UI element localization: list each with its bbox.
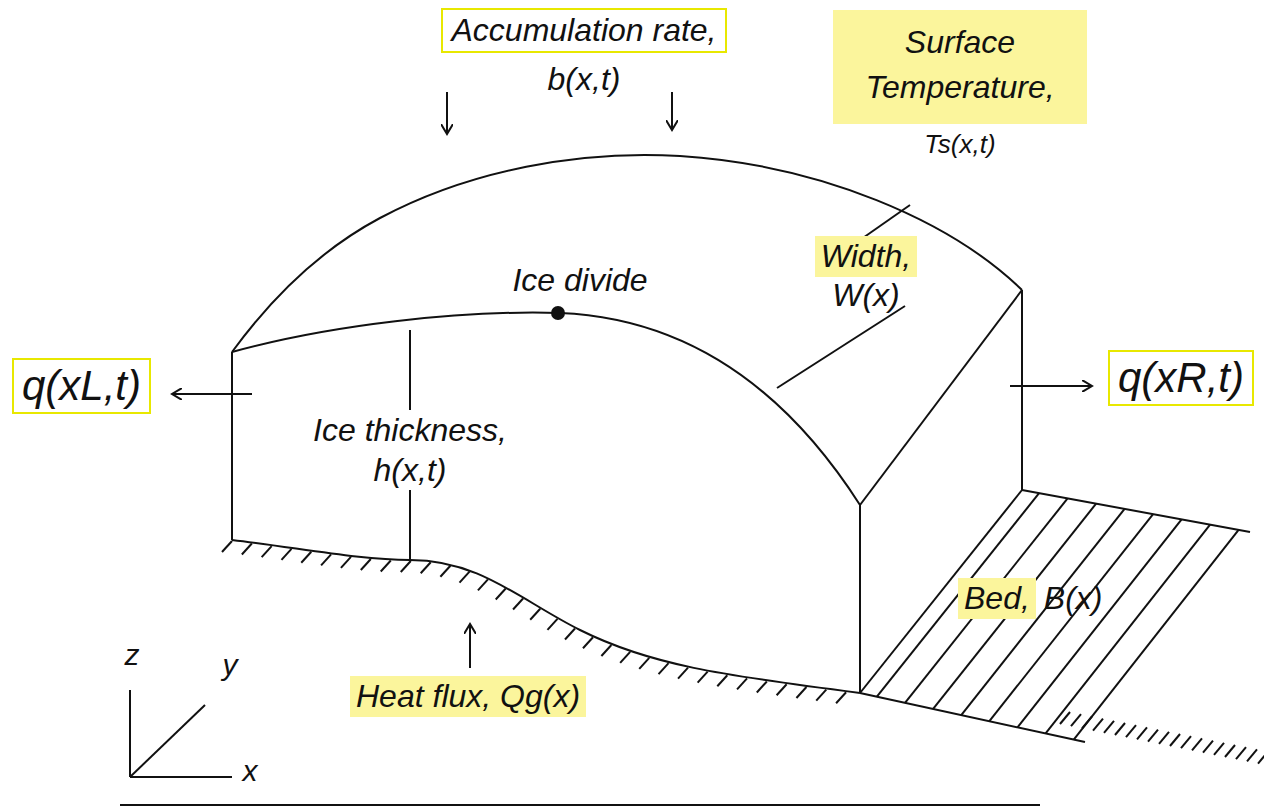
hatch-stroke xyxy=(1126,725,1136,737)
hatch-stroke xyxy=(381,560,391,571)
hatch-stroke xyxy=(262,546,272,557)
label-box: q(xL,t) xyxy=(12,358,151,414)
label-box: Accumulation rate, b(x,t) xyxy=(398,8,770,98)
hatch-stroke xyxy=(1115,723,1125,735)
hatch-stroke xyxy=(1060,712,1070,724)
label-box: Heat flux, Qg(x) xyxy=(350,676,586,717)
hatch-stroke xyxy=(421,562,431,573)
hatch-stroke xyxy=(1192,738,1202,750)
hatch-stroke xyxy=(301,552,311,563)
hatch-stroke xyxy=(877,493,1039,697)
part-label: Ice divide xyxy=(490,262,670,299)
hatch-stroke xyxy=(1018,519,1182,727)
hatch-stroke xyxy=(757,681,767,692)
hatch-stroke xyxy=(1082,716,1092,728)
axis-label: x xyxy=(238,754,262,789)
part-label: Ice thickness, h(x,t) xyxy=(280,410,540,490)
label-box: Bed,B(x) xyxy=(958,578,1110,619)
hatch-stroke xyxy=(836,692,846,703)
hatch-stroke xyxy=(547,619,557,630)
hatch-stroke xyxy=(565,628,575,639)
hatch-stroke xyxy=(460,572,470,583)
label-text: Surface Temperature, xyxy=(833,10,1087,124)
label-box: Width,W(x) xyxy=(800,236,932,314)
hatch-stroke xyxy=(513,598,523,609)
hatch-stroke xyxy=(1071,714,1081,726)
hatch-stroke xyxy=(905,498,1068,702)
hatch-stroke xyxy=(281,549,291,560)
label-formula: W(x) xyxy=(832,277,900,313)
hatch-stroke xyxy=(401,561,411,572)
hatch-stroke xyxy=(1214,743,1224,755)
hatch-stroke xyxy=(1225,745,1235,757)
hatch-stroke xyxy=(1170,734,1180,746)
label-formula: Ts(x,t) xyxy=(924,129,995,159)
axis-label: y xyxy=(218,648,242,683)
hatch-stroke xyxy=(1159,732,1169,744)
label-text: q(xL,t) xyxy=(12,358,151,414)
hatch-stroke xyxy=(341,557,351,568)
hatch-stroke xyxy=(361,559,371,570)
hatch-stroke xyxy=(678,668,688,679)
hatch-stroke xyxy=(1093,719,1103,731)
label-formula: B(x) xyxy=(1044,580,1103,616)
hatch-stroke xyxy=(321,554,331,565)
hatch-stroke xyxy=(222,541,232,552)
hatch-stroke xyxy=(601,645,611,656)
hatch-stroke xyxy=(242,543,252,554)
label-box: q(xR,t) xyxy=(1108,350,1254,406)
hatch-stroke xyxy=(496,588,506,599)
hatch-stroke xyxy=(639,658,649,669)
hatch-stroke xyxy=(1104,721,1114,733)
hatch-stroke xyxy=(1236,747,1246,759)
hatch-stroke xyxy=(440,566,450,577)
label-box: Surface Temperature, Ts(x,t) xyxy=(830,10,1090,159)
hatch-stroke xyxy=(1148,730,1158,742)
label-text: q(xR,t) xyxy=(1108,350,1254,406)
hatch-stroke xyxy=(777,684,787,695)
label-text: Bed, xyxy=(958,578,1036,619)
label-formula: b(x,t) xyxy=(548,61,621,97)
hatch-stroke xyxy=(1203,741,1213,753)
hatch-stroke xyxy=(796,687,806,698)
hatch-stroke xyxy=(816,690,826,701)
label-text: Accumulation rate, xyxy=(441,8,726,53)
hatch-stroke xyxy=(620,652,630,663)
hatch-stroke xyxy=(530,609,540,620)
label-text: Width, xyxy=(815,236,917,277)
hatch-stroke xyxy=(737,678,747,689)
hatch-stroke xyxy=(1137,727,1147,739)
hatch-stroke xyxy=(1247,749,1257,761)
hatch-stroke xyxy=(1046,525,1210,734)
hatch-stroke xyxy=(478,579,488,590)
hatch-stroke xyxy=(1181,736,1191,748)
hatch-stroke xyxy=(659,663,669,674)
label-text: Heat flux, Qg(x) xyxy=(350,676,586,717)
hatch-stroke xyxy=(583,637,593,648)
hatch-stroke xyxy=(1074,530,1239,740)
hatch-stroke xyxy=(1258,752,1264,764)
hatch-stroke xyxy=(717,675,727,686)
hatch-stroke xyxy=(698,672,708,683)
axis-label: z xyxy=(120,638,144,673)
